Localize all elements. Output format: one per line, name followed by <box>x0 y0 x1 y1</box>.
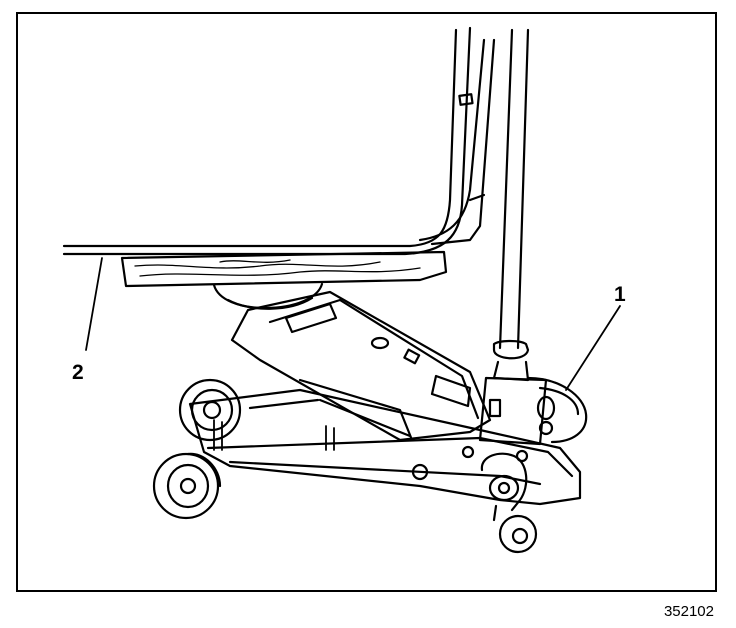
jack-lift-arm <box>230 290 492 442</box>
callout-label-2: 2 <box>72 361 84 384</box>
callout-label-1: 1 <box>614 283 626 306</box>
figure-id: 352102 <box>663 603 714 620</box>
wood-block <box>120 250 448 288</box>
jack-handle <box>492 28 530 382</box>
rear-wheel-lower <box>152 452 222 520</box>
illustration-frame <box>16 12 717 592</box>
rear-wheel-upper <box>178 378 242 442</box>
vehicle-body <box>62 26 496 256</box>
callout-2-leader <box>85 257 103 351</box>
callout-1-leader <box>565 305 621 391</box>
jack-frame <box>188 388 582 506</box>
front-caster-wheel <box>480 452 538 554</box>
